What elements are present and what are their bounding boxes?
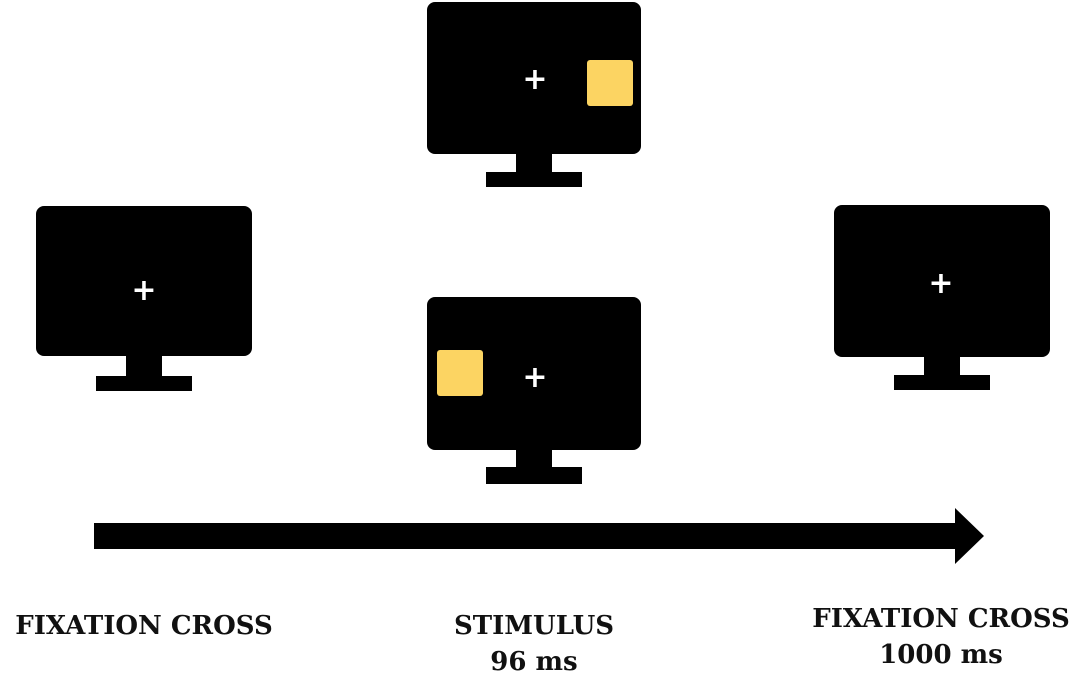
monitor-base [894, 375, 990, 390]
fixation-cross: + [522, 360, 548, 395]
fixation-cross: + [522, 62, 548, 97]
monitor-fixation-start: + [36, 206, 252, 391]
monitor-neck [516, 450, 552, 472]
monitor-stimulus-left: + [427, 297, 641, 484]
monitor-stimulus-right: + [427, 2, 641, 187]
monitor-fixation-end: + [834, 205, 1050, 390]
stage-title: FIXATION CROSS [812, 604, 1070, 634]
monitor-neck [516, 154, 552, 176]
monitor-screen [36, 206, 252, 356]
stimulus-square [437, 350, 483, 396]
stage-duration: 1000 ms [879, 640, 1003, 670]
monitor-screen [834, 205, 1050, 357]
stage-label-fixation-start: FIXATION CROSS [4, 608, 284, 644]
stage-duration: 96 ms [490, 647, 578, 677]
fixation-cross: + [928, 266, 954, 301]
timeline-arrow-shaft [94, 523, 960, 549]
monitor-neck [924, 357, 960, 379]
monitor-base [96, 376, 192, 391]
stage-title: FIXATION CROSS [15, 611, 273, 641]
timeline-arrow-head [955, 508, 984, 564]
stimulus-square [587, 60, 633, 106]
fixation-cross: + [131, 273, 157, 308]
stage-label-fixation-end: FIXATION CROSS 1000 ms [798, 601, 1084, 673]
stage-title: STIMULUS [453, 611, 615, 641]
stage-label-stimulus: STIMULUS 96 ms [404, 608, 664, 680]
monitor-base [486, 467, 582, 484]
monitor-base [486, 172, 582, 187]
